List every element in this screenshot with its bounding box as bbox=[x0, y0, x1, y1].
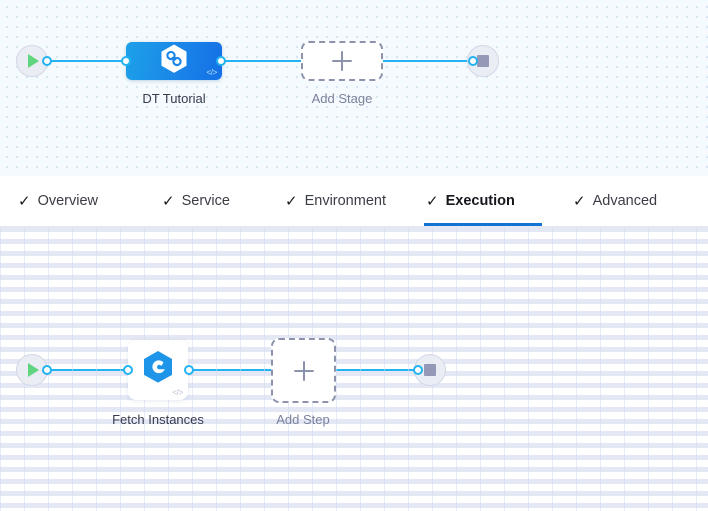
check-icon: ✓ bbox=[18, 192, 31, 210]
stage-stop-input-port[interactable] bbox=[468, 56, 478, 66]
check-icon: ✓ bbox=[426, 192, 439, 210]
tab-label: Advanced bbox=[592, 193, 658, 209]
tab-overview[interactable]: ✓ Overview bbox=[16, 176, 100, 226]
connector-stage-to-add-stage bbox=[220, 60, 302, 62]
harness-step-hexagon-icon bbox=[143, 350, 173, 388]
stage-node-input-port[interactable] bbox=[121, 56, 131, 66]
add-stage-label: Add Stage bbox=[311, 91, 373, 106]
play-icon bbox=[28, 363, 39, 377]
plus-icon bbox=[293, 360, 314, 381]
check-icon: ✓ bbox=[285, 192, 298, 210]
stop-square-icon bbox=[424, 364, 436, 376]
tab-service[interactable]: ✓ Service bbox=[160, 176, 232, 226]
tab-label: Environment bbox=[304, 193, 386, 209]
connector-add-stage-to-stop bbox=[383, 60, 472, 62]
connector-start-to-stage bbox=[47, 60, 130, 62]
tab-active-underline bbox=[424, 223, 542, 226]
step-start-output-port[interactable] bbox=[42, 365, 52, 375]
step-node-fetch-instances[interactable]: </> bbox=[128, 340, 188, 400]
stage-stop-node[interactable] bbox=[467, 45, 499, 77]
plus-icon bbox=[332, 51, 352, 71]
pipeline-stage-tabs: ✓ Overview ✓ Service ✓ Environment ✓ Exe… bbox=[0, 176, 708, 227]
stage-start-output-port[interactable] bbox=[42, 56, 52, 66]
pipeline-stage-canvas[interactable]: </> DT Tutorial Add Stage bbox=[0, 0, 708, 176]
check-icon: ✓ bbox=[162, 192, 175, 210]
pipeline-step-canvas[interactable]: </> Fetch Instances Add Step bbox=[0, 227, 708, 511]
stop-square-icon bbox=[477, 55, 489, 67]
stage-node-label: DT Tutorial bbox=[142, 91, 206, 106]
tab-execution[interactable]: ✓ Execution bbox=[424, 176, 542, 226]
connector-start-to-step bbox=[47, 369, 132, 371]
tab-advanced[interactable]: ✓ Advanced bbox=[571, 176, 659, 226]
stage-node-dt-tutorial[interactable]: </> bbox=[126, 42, 222, 80]
step-node-input-port[interactable] bbox=[123, 365, 133, 375]
tab-environment[interactable]: ✓ Environment bbox=[283, 176, 388, 226]
step-stop-input-port[interactable] bbox=[413, 365, 423, 375]
connector-add-step-to-stop bbox=[336, 369, 417, 371]
step-node-output-port[interactable] bbox=[184, 365, 194, 375]
code-badge-icon: </> bbox=[206, 68, 217, 77]
tab-label: Service bbox=[181, 193, 230, 209]
tab-label: Overview bbox=[37, 193, 99, 209]
add-stage-button[interactable] bbox=[301, 41, 383, 81]
check-icon: ✓ bbox=[573, 192, 586, 210]
step-node-label: Fetch Instances bbox=[112, 412, 204, 427]
stage-node-output-port[interactable] bbox=[216, 56, 226, 66]
code-badge-icon: </> bbox=[172, 388, 183, 397]
play-icon bbox=[28, 54, 39, 68]
connector-step-to-add-step bbox=[188, 369, 272, 371]
add-step-button[interactable] bbox=[271, 338, 336, 403]
tab-label: Execution bbox=[445, 193, 515, 209]
harness-hexagon-icon bbox=[161, 44, 187, 78]
add-step-label: Add Step bbox=[276, 412, 330, 427]
